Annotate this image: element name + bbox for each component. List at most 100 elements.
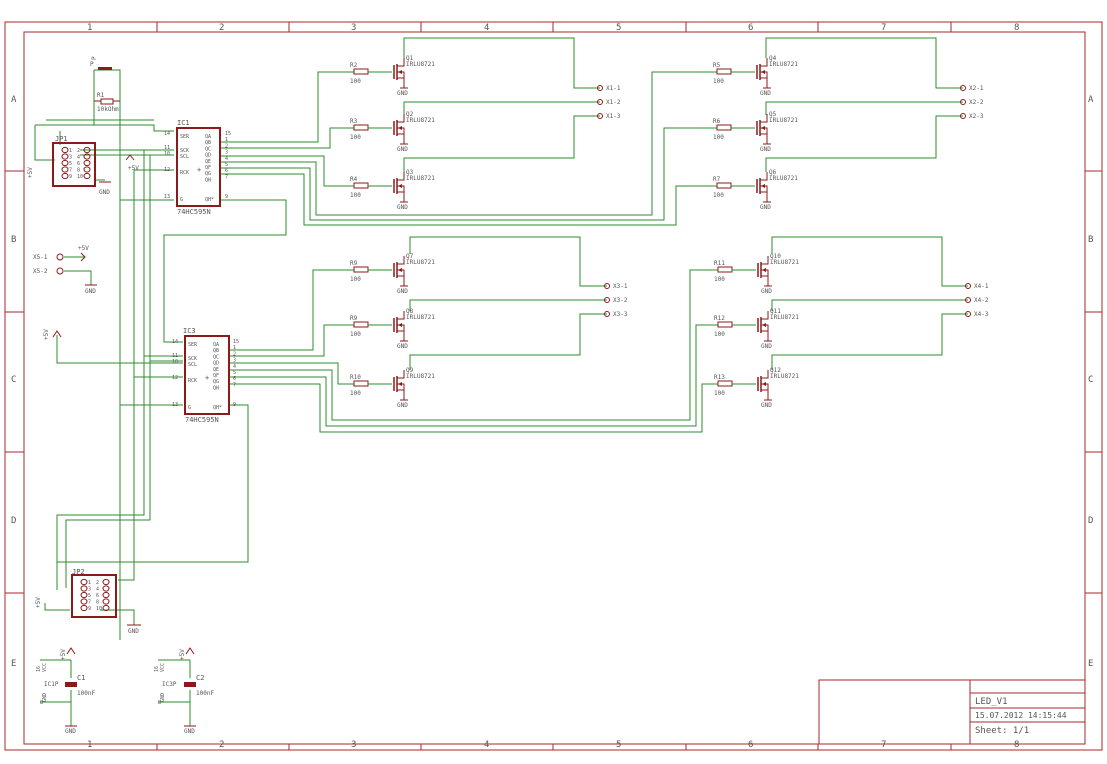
- header-pin-number: 8: [77, 168, 80, 174]
- mosfet-source: [760, 191, 768, 202]
- gate-resistor: [717, 321, 733, 328]
- ic-pin-number: 4: [233, 364, 236, 370]
- frame-col-label-bottom: 2: [219, 740, 224, 750]
- mosfet-name: Q10: [770, 253, 781, 260]
- header-pin-number: 10: [96, 606, 102, 612]
- ic-pin-name: G: [188, 405, 191, 411]
- frame-col-label-bottom: 7: [881, 740, 886, 750]
- ic-pin-name: QB: [213, 348, 219, 354]
- output-connectors: X1-1X1-2X1-3X2-1X2-2X2-3X3-1X3-2X3-3X4-1…: [597, 85, 989, 318]
- x2-pin-label: X2-3: [969, 113, 984, 120]
- ic-pin-name: QC: [213, 354, 219, 360]
- mosfet-part: IRLU8721: [770, 373, 799, 380]
- frame-col-label-bottom: 6: [748, 740, 753, 750]
- mosfet-source: [397, 330, 405, 341]
- x5-pin: [56, 267, 64, 275]
- x2-pin: [960, 113, 966, 119]
- mosfet-drain: [397, 311, 405, 320]
- frame-row-label-left: B: [11, 235, 16, 245]
- power-jumper-p: P P: [90, 56, 112, 70]
- frame-row-label-right: D: [1088, 516, 1093, 526]
- ic-pin-number: 6: [233, 376, 236, 382]
- resistor-name: R12: [714, 315, 725, 322]
- mosfet-part: IRLU8721: [770, 259, 799, 266]
- mosfet-arrow: [398, 126, 402, 130]
- ic-pin-number: 15: [225, 131, 231, 137]
- ic-pin-name: G: [180, 197, 183, 203]
- header-pin: [83, 153, 91, 160]
- mosfet-part: IRLU8721: [769, 61, 798, 68]
- mosfet-gnd-label: GND: [397, 343, 408, 350]
- header-pin-number: 10: [77, 174, 83, 180]
- vcc-arrow: [66, 647, 76, 655]
- gate-resistor: [716, 68, 732, 75]
- ic-pin-name: RCK: [180, 170, 189, 176]
- header-pin-number: 4: [96, 587, 99, 593]
- ic-pin-name: RCK: [188, 378, 197, 384]
- ic3-5v-label: +5V: [43, 329, 50, 340]
- gate-resistor: [353, 266, 369, 273]
- p-label: P: [90, 61, 94, 68]
- header-pin-number: 5: [69, 161, 72, 167]
- resistor-name: R3: [350, 118, 358, 125]
- mosfet-source: [397, 133, 405, 144]
- ic-power-pin-bottom: 8: [40, 700, 43, 706]
- gate-resistor: [353, 124, 369, 131]
- header-pin: [80, 585, 88, 592]
- mosfet-name: Q7: [406, 253, 414, 260]
- mosfet-arrow: [398, 268, 402, 272]
- mosfet-name: Q1: [406, 55, 414, 62]
- resistor-name: R10: [350, 374, 361, 381]
- ic-pin-name: SER: [188, 342, 198, 348]
- ic-pin-number: 13: [164, 194, 170, 200]
- header-pin: [61, 166, 69, 173]
- capacitor-name: C2: [196, 674, 204, 682]
- ic-pin-name: QB: [205, 140, 211, 146]
- resistor-value: 100: [714, 390, 725, 397]
- x5-5v-label: +5V: [78, 245, 89, 252]
- resistor-value: 100: [350, 276, 361, 283]
- frame-col-label-top: 7: [881, 23, 886, 33]
- header-pin-number: 7: [88, 600, 91, 606]
- frame-col-label-bottom: 4: [484, 740, 489, 750]
- ic-pin-name: QA: [213, 342, 219, 348]
- frame-row-label-right: C: [1088, 375, 1093, 385]
- mosfet-gnd-label: GND: [760, 146, 771, 153]
- mosfet-arrow: [762, 382, 766, 386]
- cap-gnd-label: GND: [184, 728, 195, 735]
- x2-pin: [960, 85, 966, 91]
- gate-resistor: [353, 321, 369, 328]
- header-pin-number: 7: [69, 168, 72, 174]
- x3-pin: [604, 297, 610, 303]
- header-pin: [80, 578, 88, 586]
- mosfet-gnd-label: GND: [761, 343, 772, 350]
- frame-col-label-bottom: 8: [1014, 740, 1019, 750]
- resistor-value: 100: [713, 192, 724, 199]
- p-label-2: P: [91, 56, 98, 60]
- header-pin-number: 2: [96, 580, 99, 586]
- mosfet-drain: [761, 370, 769, 379]
- ic-pin-number: 6: [225, 168, 228, 174]
- ic-pin-name: SER: [180, 134, 190, 140]
- x3-pin-label: X3-1: [613, 283, 628, 290]
- mosfet-source: [760, 77, 768, 88]
- x4-pin: [965, 311, 971, 317]
- r1-value: 10kOhm: [97, 106, 119, 113]
- mosfet-drain: [397, 58, 405, 67]
- header-pin: [61, 172, 69, 180]
- frame-col-label-top: 8: [1014, 23, 1019, 33]
- ic-pin-name: QF: [213, 373, 219, 379]
- ic-pin-number: 12: [164, 167, 170, 173]
- resistor-value: 100: [350, 192, 361, 199]
- x1-pin: [597, 99, 603, 105]
- header-pin-number: 4: [77, 155, 80, 161]
- ic-pin-name: QD: [205, 153, 211, 159]
- mosfet-part: IRLU8721: [406, 61, 435, 68]
